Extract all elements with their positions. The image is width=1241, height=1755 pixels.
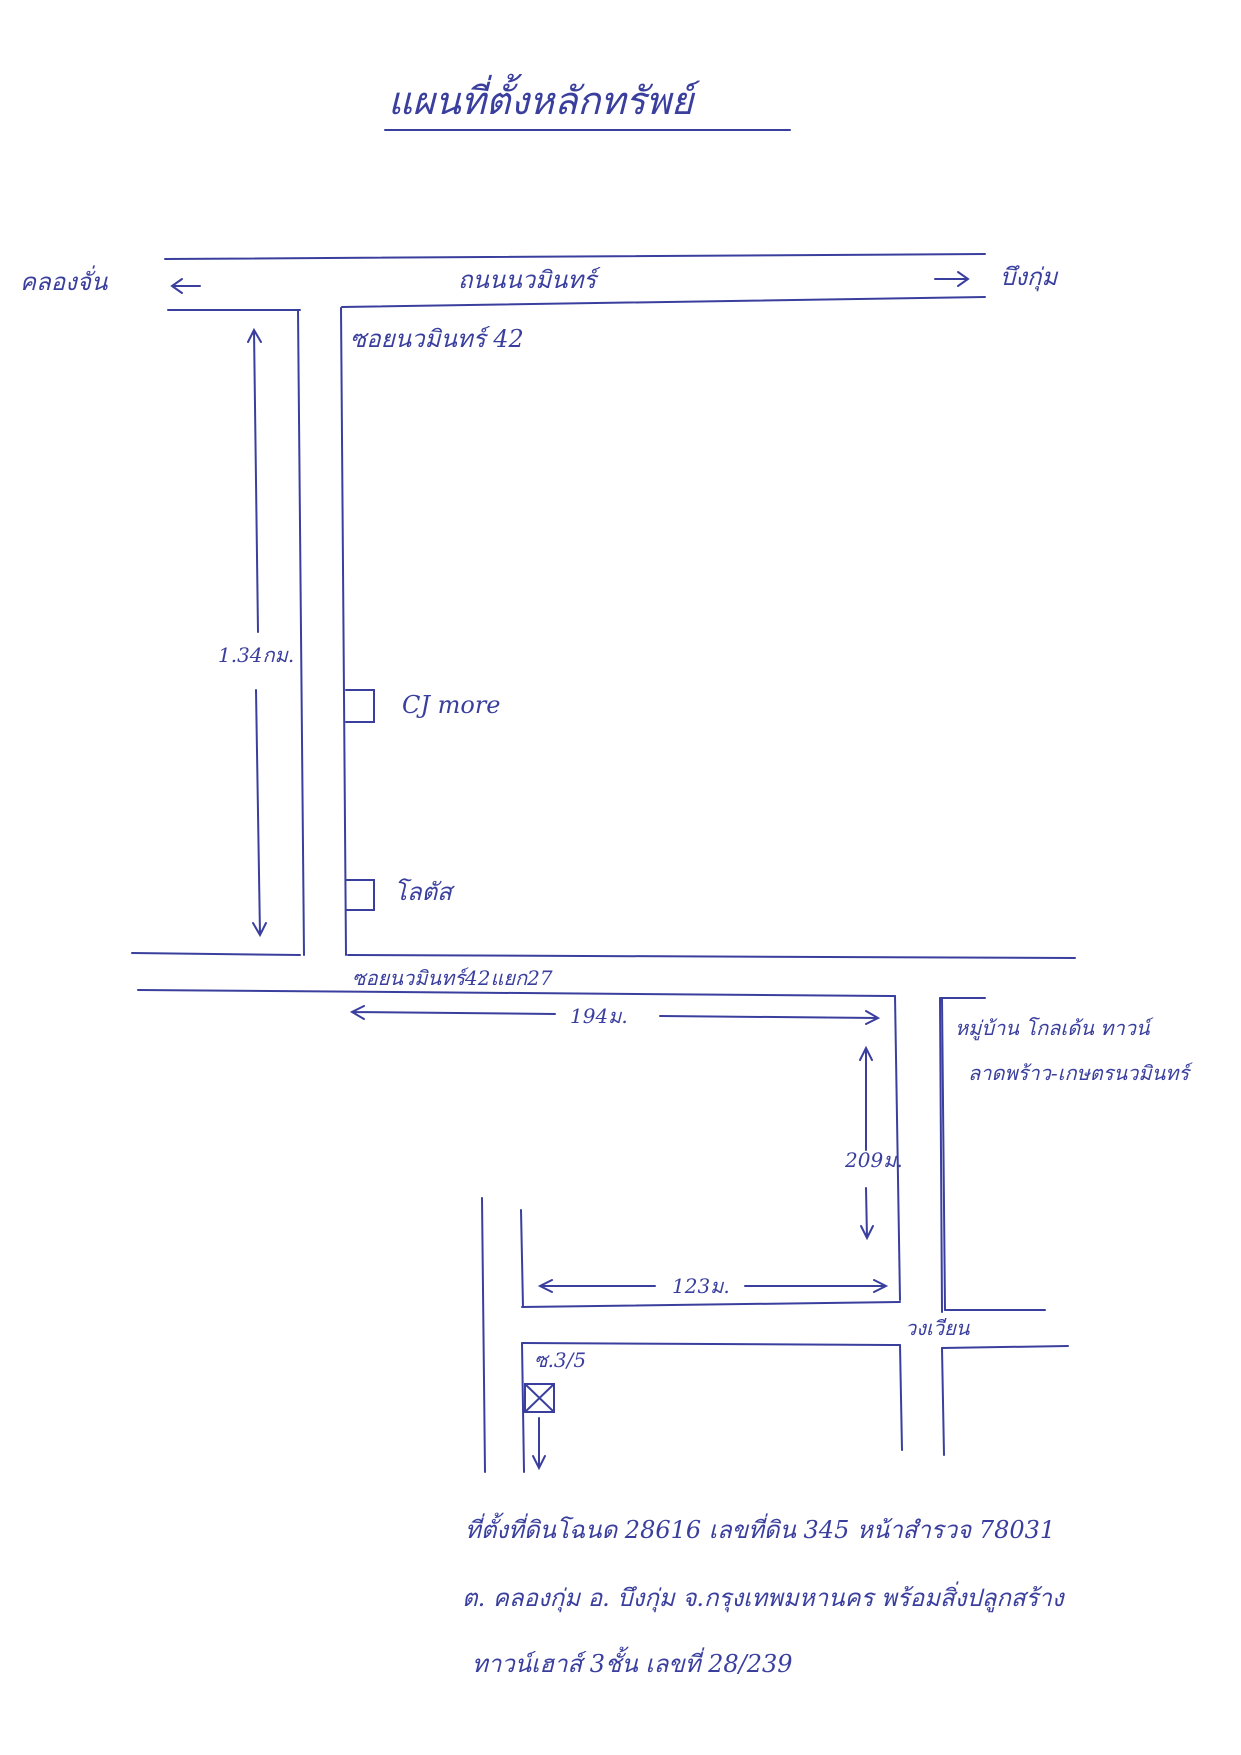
distance-arrow-east-icon <box>659 1010 881 1025</box>
distance-arrow-left-icon <box>537 1279 656 1293</box>
soi-main-distance: 1.34กม. <box>218 643 295 667</box>
soi-42-west-edge <box>297 309 305 956</box>
soi-3-5-west-edge <box>521 1342 525 1473</box>
lotus-label: โลตัส <box>394 878 452 906</box>
soi-42-east-edge <box>340 307 347 956</box>
lower-block-south-edge <box>521 1301 901 1308</box>
village-label-line-2: ลาดพร้าว-เกษตรนวมินทร์ <box>968 1061 1190 1085</box>
lotus-building-icon <box>345 879 375 911</box>
cj-more-label: CJ more <box>402 691 501 719</box>
map-title: แผนที่ตั้งหลักทรัพย์ <box>388 79 694 123</box>
west-segment-distance: 123ม. <box>672 1274 730 1298</box>
roundabout-label: วงเวียน <box>905 1316 970 1340</box>
soi-3-5-east-edge <box>899 1344 903 1451</box>
distance-arrow-west-icon <box>349 1005 556 1020</box>
distance-arrow-up-icon <box>859 1045 873 1151</box>
main-road-label: ถนนนวมินทร์ <box>458 266 597 294</box>
east-arrow-icon <box>934 271 970 287</box>
main-road-top-edge <box>164 253 986 260</box>
east-direction-label: บึงกุ่ม <box>1000 263 1058 291</box>
branch-distance: 194ม. <box>570 1004 628 1028</box>
branch-road-north-edge-east <box>347 954 1076 959</box>
lower-block-west-edge <box>520 1209 524 1308</box>
location-note-line-3: ทาวน์เฮาส์ 3ชั้น เลขที่ 28/239 <box>472 1650 793 1678</box>
west-arrow-icon <box>170 278 201 294</box>
location-note-line-1: ที่ตั้งที่ดินโฉนด 28616 เลขที่ดิน 345 หน… <box>465 1516 1056 1544</box>
distance-arrow-north-icon <box>247 327 262 633</box>
main-road-bottom-edge-east <box>341 296 986 308</box>
distance-arrow-south-icon <box>252 689 267 938</box>
branch-road-north-edge-west <box>131 952 301 956</box>
village-label-line-1: หมู่บ้าน โกลเด้น ทาวน์ <box>955 1016 1150 1040</box>
soi-3-5-north-edge <box>521 1342 901 1346</box>
location-note-line-2: ต. คลองกุ่ม อ. บึงกุ่ม จ.กรุงเทพมหานคร พ… <box>462 1584 1064 1612</box>
south-segment-distance: 209ม. <box>845 1148 903 1172</box>
branch-road-south-edge <box>137 989 896 997</box>
side-road-east-edge <box>939 997 943 1313</box>
village-boundary-west <box>941 997 946 1311</box>
west-direction-label: คลองจั่น <box>20 268 108 296</box>
distance-arrow-right-icon <box>744 1279 889 1293</box>
property-marker-icon <box>524 1383 555 1413</box>
lower-road-outer-west-edge <box>481 1197 486 1473</box>
distance-arrow-down-icon <box>860 1187 874 1241</box>
cj-more-building-icon <box>345 689 375 723</box>
soi-3-5-label: ซ.3/5 <box>534 1348 587 1372</box>
east-road-north-edge <box>941 1345 1069 1349</box>
side-road-west-edge <box>894 995 901 1301</box>
soi-branch-label: ซอยนวมินทร์42แยก27 <box>352 966 553 990</box>
soi-main-label: ซอยนวมินทร์ 42 <box>350 325 524 353</box>
east-road-west-edge <box>941 1347 945 1456</box>
property-access-arrow-icon <box>532 1417 546 1471</box>
